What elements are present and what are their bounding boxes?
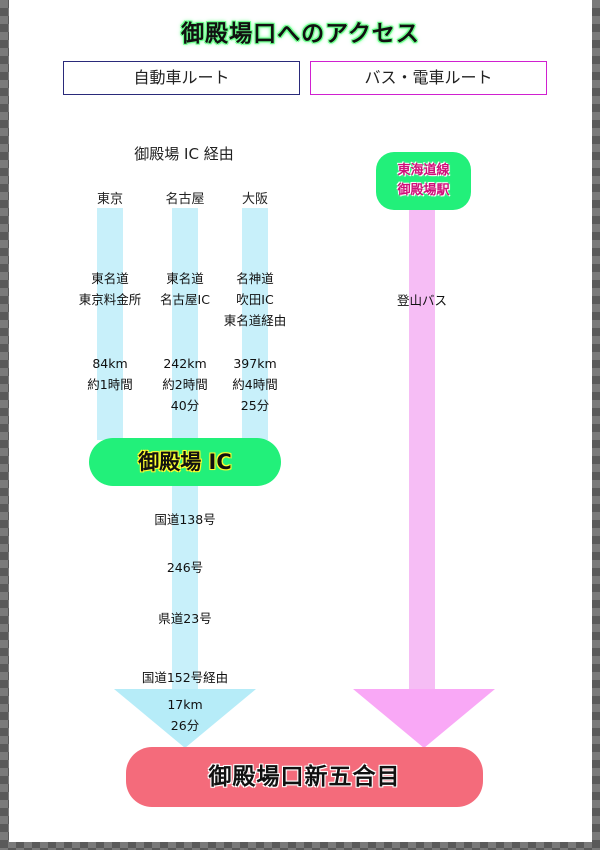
nagoya-time: 約2時間 <box>162 377 208 392</box>
osaka-road-info: 名神道 吹田IC 東名道経由 <box>205 268 305 331</box>
osaka-distance: 397km <box>233 356 277 371</box>
nagoya-time: 40分 <box>170 398 200 413</box>
bus-route-column <box>409 208 435 690</box>
origin-city-osaka: 大阪 <box>241 192 268 207</box>
osaka-road-line: 吹田IC <box>236 292 274 307</box>
bus-route-arrowhead <box>353 689 495 748</box>
tokyo-time: 約1時間 <box>87 377 133 392</box>
local-road-label: 県道23号 <box>158 611 212 626</box>
osaka-route-column <box>242 208 268 440</box>
final-leg-info: 17km 26分 <box>145 694 225 736</box>
nagoya-road-line: 名古屋IC <box>160 292 210 307</box>
osaka-time: 25分 <box>240 398 270 413</box>
final-distance: 17km <box>167 697 203 712</box>
nagoya-distance: 242km <box>163 356 207 371</box>
tab-car-route[interactable]: 自動車ルート <box>63 61 300 95</box>
nagoya-route-column <box>172 208 198 440</box>
origin-city-tokyo: 東京 <box>96 192 123 207</box>
car-route-arrowhead <box>114 689 256 748</box>
osaka-road-line: 東名道経由 <box>223 313 287 328</box>
page-title: 御殿場口へのアクセス <box>181 21 420 47</box>
route-diagram <box>97 208 495 748</box>
gotemba-ic-badge: 御殿場 IC <box>89 438 281 486</box>
origin-city-nagoya: 名古屋 <box>165 192 205 207</box>
tokyo-distance-info: 84km 約1時間 <box>65 353 155 395</box>
page-panel: 御殿場口へのアクセス 自動車ルート バス・電車ルート 御殿場 IC 経由 東京 … <box>9 0 592 842</box>
station-line: 東海道線 <box>397 163 450 178</box>
nagoya-road-info: 東名道 名古屋IC <box>140 268 230 310</box>
destination-badge: 御殿場口新五合目 <box>126 747 483 807</box>
station-line: 御殿場駅 <box>397 183 450 198</box>
tab-bus-train-route[interactable]: バス・電車ルート <box>310 61 547 95</box>
final-time: 26分 <box>170 718 200 733</box>
local-road-column <box>172 484 198 690</box>
bus-route-label: 登山バス <box>396 293 447 308</box>
nagoya-distance-info: 242km 約2時間 40分 <box>140 353 230 416</box>
local-road-label: 国道138号 <box>154 512 216 527</box>
osaka-distance-info: 397km 約4時間 25分 <box>210 353 300 416</box>
via-ic-label: 御殿場 IC 経由 <box>134 145 234 163</box>
tokyo-road-line: 東名道 <box>91 271 129 286</box>
osaka-road-line: 名神道 <box>236 271 274 286</box>
osaka-time: 約4時間 <box>232 377 278 392</box>
local-road-label: 国道152号経由 <box>141 670 229 685</box>
tokyo-road-line: 東京料金所 <box>78 292 142 307</box>
nagoya-road-line: 東名道 <box>166 271 204 286</box>
tokyo-route-column <box>97 208 123 440</box>
gotemba-station-badge: 東海道線 御殿場駅 <box>376 152 471 210</box>
local-road-label: 246号 <box>166 560 204 575</box>
tokyo-distance: 84km <box>92 356 128 371</box>
tokyo-road-info: 東名道 東京料金所 <box>65 268 155 310</box>
